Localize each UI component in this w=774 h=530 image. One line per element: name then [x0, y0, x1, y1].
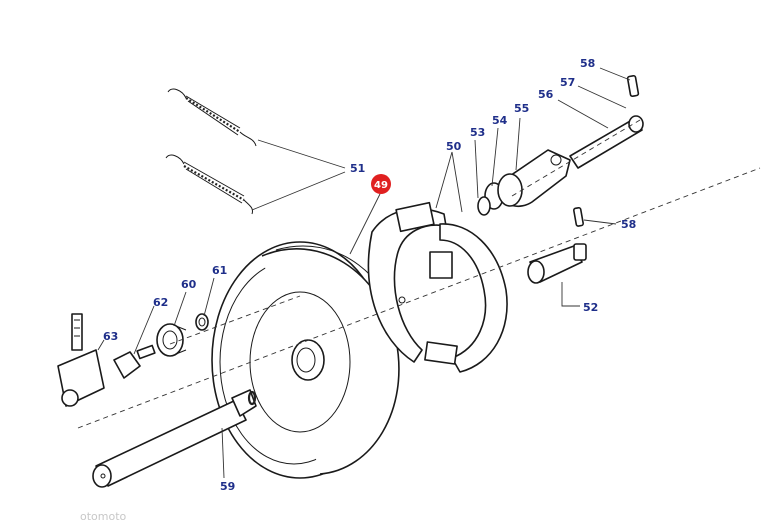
- label-54: 54: [492, 114, 508, 127]
- label-62: 62: [153, 296, 168, 309]
- bolt-58-right: [572, 206, 584, 227]
- pin-52: [527, 243, 587, 284]
- watermark: otomoto: [80, 510, 127, 523]
- axle-shaft: [92, 389, 257, 488]
- label-58-right: 58: [621, 218, 636, 231]
- label-53: 53: [470, 126, 485, 139]
- camshaft-assembly: [477, 115, 644, 216]
- axis-line-lower: [77, 167, 761, 429]
- axis-line-right: [511, 119, 641, 197]
- bearing: [156, 323, 187, 357]
- hex-bolt: [113, 344, 156, 379]
- label-57: 57: [560, 76, 575, 89]
- upper-spring: [167, 88, 257, 147]
- label-55: 55: [514, 102, 529, 115]
- label-63: 63: [103, 330, 118, 343]
- lower-spring: [165, 154, 253, 215]
- label-51: 51: [350, 162, 365, 175]
- leader-lines: [97, 67, 631, 479]
- highlight-badge-49: [371, 174, 391, 194]
- label-56: 56: [538, 88, 554, 101]
- label-59: 59: [220, 480, 235, 493]
- label-61: 61: [212, 264, 227, 277]
- bolt-58-top: [626, 74, 640, 98]
- label-60: 60: [181, 278, 197, 291]
- label-58-top: 58: [580, 57, 595, 70]
- label-52: 52: [583, 301, 598, 314]
- label-50: 50: [446, 140, 462, 153]
- brake-drum: [211, 241, 405, 479]
- brake-shoes: [367, 201, 508, 373]
- lubrication-fitting: [57, 313, 105, 407]
- washer: [195, 313, 209, 331]
- label-49: 49: [374, 180, 388, 191]
